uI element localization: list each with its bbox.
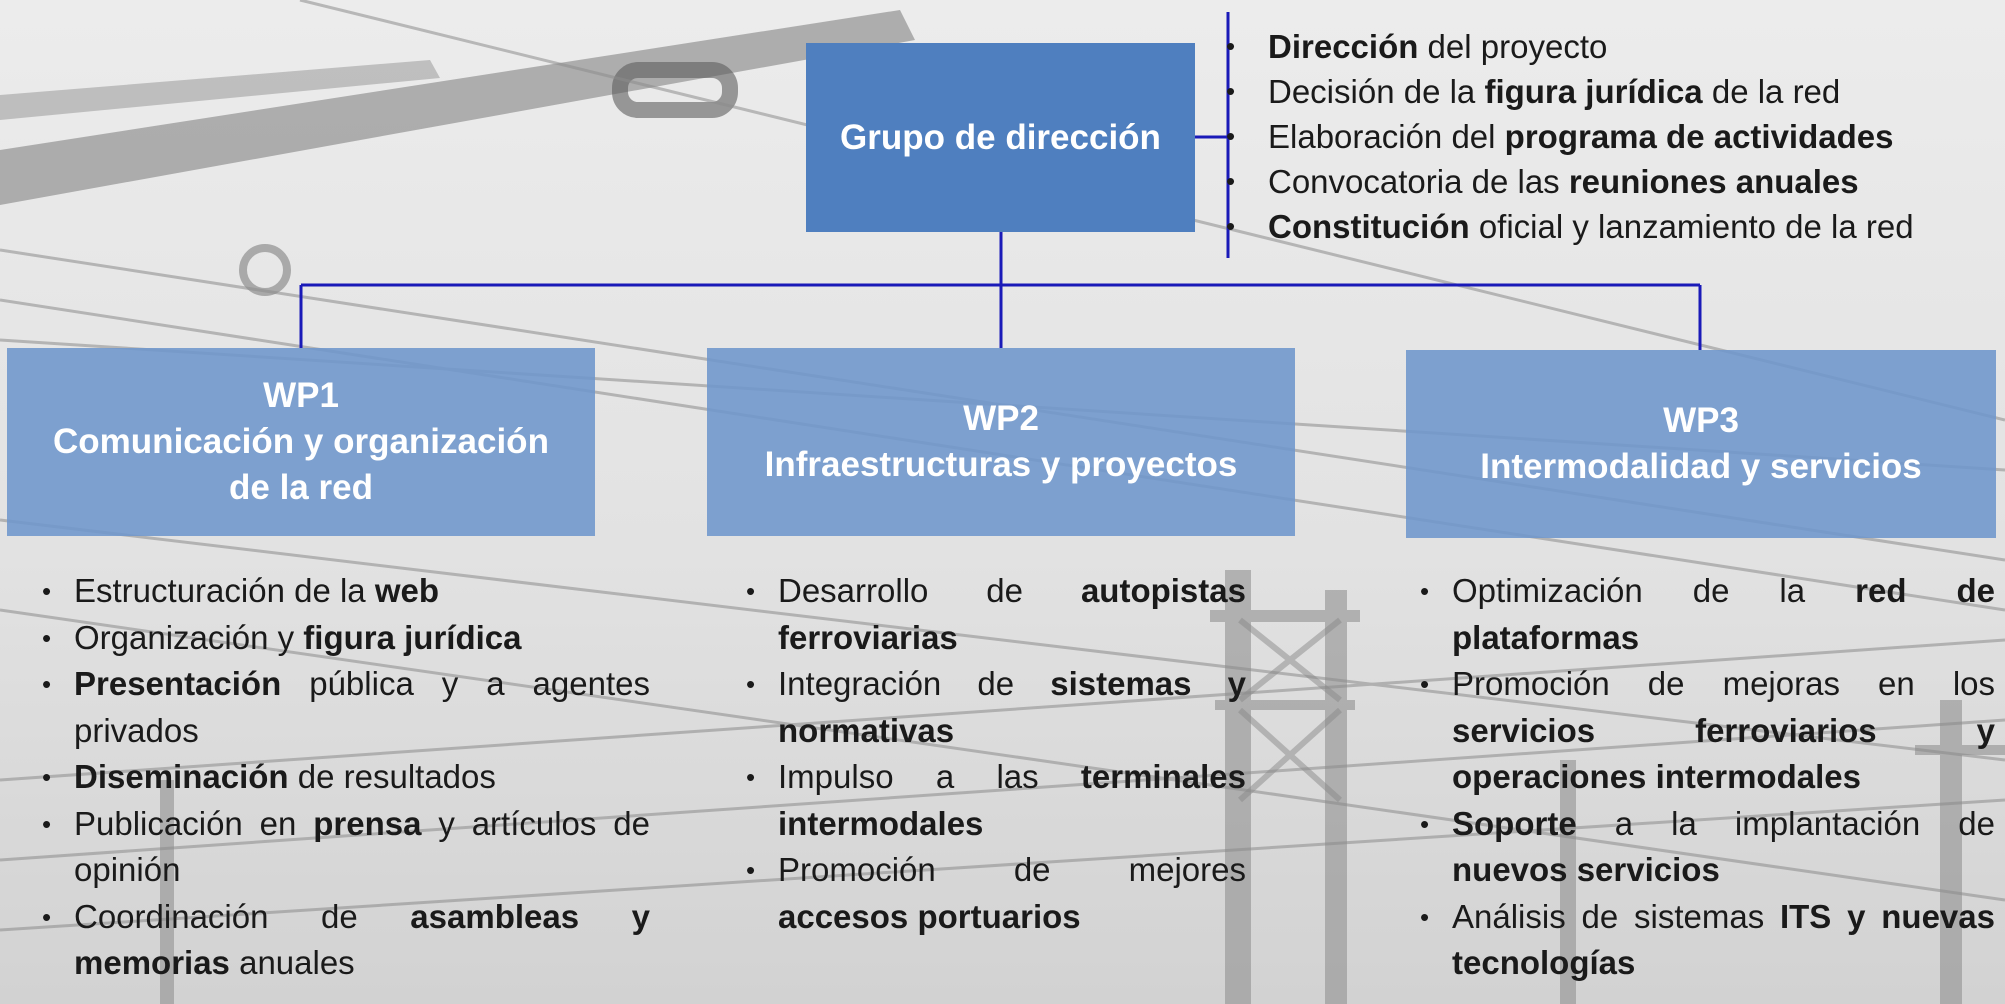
- wp1-list-item-bold-text: figura jurídica: [303, 618, 522, 656]
- wp1-code: WP1: [263, 376, 339, 415]
- wp3-activities-list: Optimización de la red de plataformasPro…: [1410, 568, 1995, 987]
- wp2-list-item-text: Desarrollo de: [778, 572, 1081, 609]
- wp3-list-item-bold-text: servicios ferroviarios y operaciones int…: [1452, 711, 1995, 796]
- wp1-list-item: Presentación pública y a agentes privado…: [32, 661, 650, 754]
- wp2-list-item: Promoción de mejores accesos portuarios: [736, 847, 1246, 940]
- wp2-code: WP2: [963, 399, 1039, 438]
- wp1-list-item: Publicación en prensa y artículos de opi…: [32, 801, 650, 894]
- wp3-code: WP3: [1663, 401, 1739, 440]
- wp1-list-item-bold-text: Diseminación: [74, 758, 289, 795]
- wp2-list-item-text: Integración de: [778, 665, 1051, 702]
- wp2-activities-list: Desarrollo de autopistas ferroviariasInt…: [736, 568, 1246, 940]
- wp3-list-item-bold-text: nuevos servicios: [1452, 851, 1720, 888]
- wp1-list-item: Diseminación de resultados: [32, 754, 650, 801]
- wp3-list-item: Soporte a la implantación de nuevos serv…: [1410, 801, 1995, 894]
- wp1-list-item-text: Publicación en: [74, 804, 314, 842]
- wp1-list-item-text: de resultados: [288, 758, 496, 795]
- top-list-item-text: de la red: [1702, 73, 1841, 110]
- top-responsibilities-list: Dirección del proyectoDecisión de la fig…: [1224, 24, 2004, 249]
- wp1-list-item-text: y artículos de opinión: [74, 804, 650, 889]
- wp3-list-item: Promoción de mejoras en los servicios fe…: [1410, 661, 1995, 801]
- wp2-list-item-text: Promoción de mejores: [778, 851, 1246, 888]
- top-list-item-bold-text: reuniones anuales: [1568, 163, 1859, 200]
- wp3-list-item-bold-text: ITS y nuevas tecnologías: [1452, 897, 1995, 982]
- wp1-list-item-text: anuales: [229, 944, 355, 981]
- wp2-list-item-bold-text: autopistas ferroviarias: [778, 572, 1246, 656]
- grupo-direccion-title: Grupo de dirección: [840, 117, 1161, 157]
- wp2-list-item-bold-text: terminales intermodales: [778, 758, 1246, 842]
- top-list-item-text: oficial y lanzamiento de la red: [1469, 208, 1914, 245]
- grupo-direccion-box: Grupo de dirección: [806, 43, 1195, 232]
- wp3-list-item: Análisis de sistemas ITS y nuevas tecnol…: [1410, 894, 1995, 987]
- wp1-title-line1: Comunicación y organización: [53, 422, 549, 461]
- wp3-list-item-text: Análisis de sistemas: [1452, 897, 1780, 935]
- wp1-activities-list: Estructuración de la webOrganización y f…: [32, 568, 650, 987]
- top-list-item: Elaboración del programa de actividades: [1224, 114, 2004, 159]
- top-list-item-text: Decisión de la: [1268, 73, 1485, 110]
- wp1-list-item-bold-text: Presentación: [74, 665, 282, 702]
- wp2-list-item-bold-text: sistemas y normativas: [778, 665, 1246, 749]
- top-list-item-text: Elaboración del: [1268, 118, 1505, 155]
- wp1-list-item: Coordinación de asambleas y memorias anu…: [32, 894, 650, 987]
- wp3-title-line1: Intermodalidad y servicios: [1480, 447, 1922, 486]
- top-list-item-bold-text: Constitución: [1268, 208, 1470, 245]
- wp3-list-item-text: Promoción de mejoras en los: [1452, 665, 1995, 702]
- wp1-list-item-text: Coordinación de: [74, 897, 411, 935]
- wp1-list-item-text: Estructuración de la: [74, 572, 375, 609]
- wp1-list-item-text: pública y a agentes privados: [74, 665, 650, 749]
- wp2-title-line1: Infraestructuras y proyectos: [764, 445, 1238, 484]
- wp3-list-item-text: Optimización de la: [1452, 572, 1856, 609]
- wp1-box: WP1 Comunicación y organización de la re…: [7, 348, 595, 536]
- wp2-list-item: Impulso a las terminales intermodales: [736, 754, 1246, 847]
- wp3-list-item-bold-text: red de plataformas: [1452, 572, 1995, 656]
- wp1-list-item: Estructuración de la web: [32, 568, 650, 615]
- wp2-list-item-bold-text: accesos portuarios: [778, 897, 1081, 935]
- wp3-list-item-bold-text: Soporte: [1452, 804, 1577, 842]
- wp1-list-item: Organización y figura jurídica: [32, 615, 650, 662]
- wp3-box: WP3 Intermodalidad y servicios: [1406, 350, 1996, 538]
- top-list-item: Dirección del proyecto: [1224, 24, 2004, 69]
- top-list-item-text: del proyecto: [1418, 28, 1608, 65]
- top-list-item-bold-text: Dirección: [1268, 28, 1419, 65]
- top-list-item-bold-text: figura jurídica: [1484, 73, 1703, 110]
- top-list-item: Constitución oficial y lanzamiento de la…: [1224, 204, 2004, 249]
- wp2-list-item: Integración de sistemas y normativas: [736, 661, 1246, 754]
- top-list-item-text: Convocatoria de las: [1268, 163, 1569, 200]
- wp2-list-item-text: Impulso a las: [778, 758, 1081, 795]
- wp3-list-item: Optimización de la red de plataformas: [1410, 568, 1995, 661]
- top-list-item: Decisión de la figura jurídica de la red: [1224, 69, 2004, 114]
- wp3-list-item-text: a la implantación de: [1576, 804, 1995, 842]
- top-list-item-bold-text: programa de actividades: [1504, 118, 1894, 155]
- wp1-title-line2: de la red: [229, 468, 373, 507]
- top-list-item: Convocatoria de las reuniones anuales: [1224, 159, 2004, 204]
- wp1-list-item-bold-text: prensa: [313, 804, 422, 842]
- wp1-list-item-bold-text: web: [374, 572, 440, 609]
- wp1-list-item-text: Organización y: [74, 618, 304, 656]
- wp2-box: WP2 Infraestructuras y proyectos: [707, 348, 1295, 536]
- wp1-list-item-bold-text: asambleas y memorias: [74, 897, 651, 982]
- wp2-list-item: Desarrollo de autopistas ferroviarias: [736, 568, 1246, 661]
